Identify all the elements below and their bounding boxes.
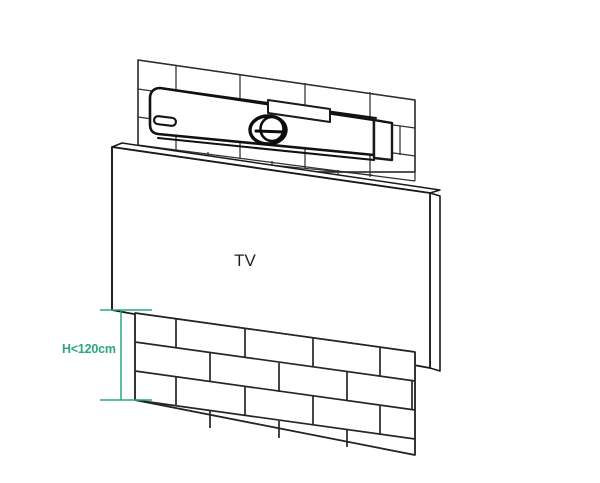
- tv-panel: TV: [111, 142, 441, 372]
- camera-lens-inner-ring: [259, 115, 285, 143]
- tv-panel-side-thickness: [429, 192, 441, 372]
- port-slot-icon: [153, 115, 177, 127]
- video-bar-bottom-lip: [156, 136, 376, 162]
- lower-brick-wall: [134, 312, 416, 456]
- camera-lens-icon: [248, 114, 288, 146]
- lower-wall-courses: [134, 312, 416, 456]
- video-bar-left-end: [148, 86, 162, 100]
- height-dimension-annotation: H<120cm: [62, 309, 152, 401]
- lower-wall-joints: [175, 319, 413, 447]
- mount-bracket-shape: [267, 99, 331, 123]
- camera-lens-bar: [254, 129, 287, 134]
- video-bar-end-cap-fold: [372, 118, 394, 125]
- port-slot-shape: [153, 115, 177, 127]
- height-dimension-label: H<120cm: [62, 342, 116, 356]
- camera-lens-outer-ring: [248, 114, 288, 146]
- video-bar-end-cap: [372, 118, 394, 162]
- tv-label: TV: [234, 251, 256, 270]
- mount-bracket-icon: [267, 99, 331, 123]
- video-bar: [139, 86, 394, 176]
